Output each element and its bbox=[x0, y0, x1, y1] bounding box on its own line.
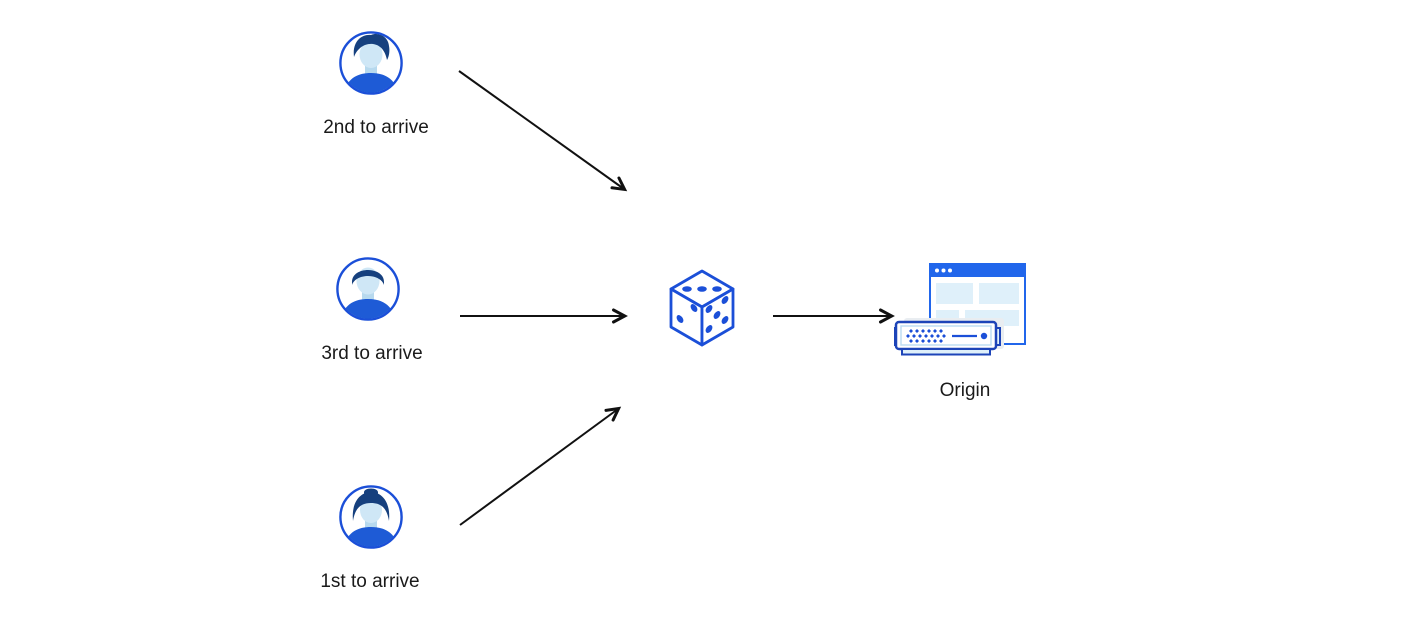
server-base bbox=[901, 348, 991, 356]
client-node-1st bbox=[338, 484, 404, 555]
client-node-3rd bbox=[335, 256, 401, 327]
dice-icon bbox=[669, 269, 735, 347]
dice-pips bbox=[676, 286, 729, 333]
server-vent-dots bbox=[906, 329, 946, 343]
server-indicator-light bbox=[980, 332, 988, 340]
client-label-1st: 1st to arrive bbox=[320, 571, 420, 592]
person-avatar-woman-bun-hair-icon bbox=[339, 485, 403, 549]
avatar-hair bbox=[352, 492, 390, 521]
avatar-hair bbox=[352, 270, 384, 285]
browser-content-block bbox=[936, 283, 973, 304]
origin-label: Origin bbox=[939, 380, 991, 401]
origin-node bbox=[893, 258, 1034, 367]
dice-node bbox=[667, 268, 737, 353]
arrow-client2-to-dice bbox=[458, 70, 628, 192]
origin-server-icon bbox=[893, 263, 1026, 356]
browser-header-dots bbox=[935, 268, 952, 273]
client-node-2nd bbox=[338, 30, 404, 101]
avatar-hair bbox=[353, 34, 390, 60]
arrow-client1-to-dice bbox=[459, 406, 622, 526]
server-appliance bbox=[893, 318, 1004, 356]
browser-header-bar bbox=[930, 264, 1025, 277]
person-avatar-man-swept-hair-icon bbox=[339, 31, 403, 95]
client-label-3rd: 3rd to arrive bbox=[321, 343, 423, 364]
browser-content-block bbox=[979, 283, 1019, 304]
client-label-2nd: 2nd to arrive bbox=[323, 117, 429, 138]
avatar-face bbox=[359, 41, 383, 68]
person-avatar-man-short-hair-icon bbox=[336, 257, 400, 321]
